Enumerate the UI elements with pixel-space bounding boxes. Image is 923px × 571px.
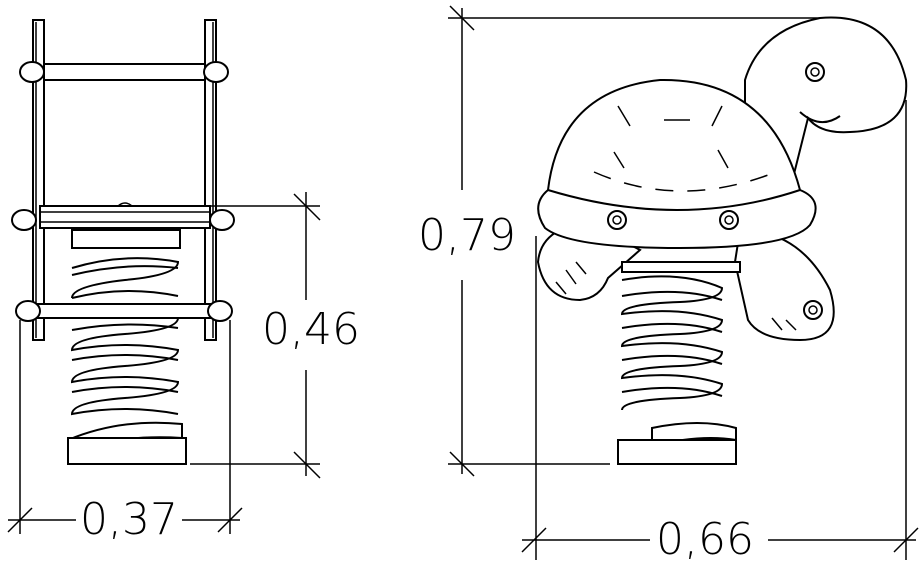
turtle-shell (537, 78, 817, 250)
side-height-dimension (448, 5, 820, 477)
front-spring-top-mount (71, 229, 181, 249)
left-side-board (32, 19, 45, 341)
side-view (536, 16, 908, 465)
front-width-label: 0,37 (76, 498, 182, 542)
front-spring (70, 257, 180, 416)
side-width-dimension (521, 100, 919, 560)
top-handle-bar (19, 61, 229, 83)
foot-peg-bar (15, 300, 233, 322)
front-width-dimension (7, 320, 243, 534)
front-height-dimension (190, 192, 321, 479)
side-height-label: 0,79 (414, 214, 520, 258)
turtle-head (744, 16, 908, 193)
turtle-back-leg (733, 228, 835, 342)
seat-bar (11, 202, 235, 231)
side-spring-base (617, 422, 737, 465)
side-spring (620, 261, 741, 411)
front-height-label: 0,46 (258, 308, 364, 352)
side-width-label: 0,66 (652, 518, 758, 562)
front-spring-base (67, 421, 187, 465)
front-view (11, 19, 235, 465)
